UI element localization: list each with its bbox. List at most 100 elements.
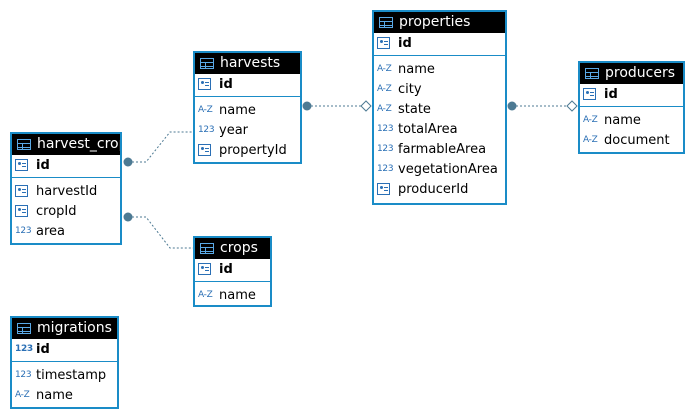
table-crops[interactable]: crops id A-Z name — [193, 236, 272, 307]
divider — [580, 106, 683, 107]
table-header[interactable]: producers — [580, 63, 683, 84]
table-icon — [585, 68, 599, 79]
table-header[interactable]: crops — [195, 238, 270, 259]
column-row[interactable]: A-Z name — [195, 100, 300, 120]
column-row[interactable]: A-Z name — [195, 285, 270, 305]
primary-key-row[interactable]: id — [580, 84, 683, 104]
table-title: producers — [605, 65, 676, 81]
numeric-type-icon: 123 — [15, 344, 33, 354]
numeric-type-icon: 123 — [377, 164, 394, 174]
column-name: harvestId — [36, 183, 98, 199]
key-column-icon — [377, 37, 390, 49]
table-harvests[interactable]: harvests id A-Z name 123 year propertyId — [193, 51, 302, 164]
relation-many-endpoint — [507, 101, 517, 111]
table-header[interactable]: migrations — [12, 318, 117, 339]
column-name: id — [398, 35, 412, 51]
column-name: name — [219, 102, 256, 118]
key-column-icon — [15, 185, 28, 197]
key-column-icon — [198, 144, 211, 156]
column-name: id — [36, 341, 50, 357]
key-column-icon — [198, 263, 211, 275]
divider — [374, 55, 505, 56]
text-type-icon: A-Z — [377, 84, 392, 94]
table-header[interactable]: harvests — [195, 53, 300, 74]
key-column-icon — [377, 183, 390, 195]
table-icon — [200, 243, 214, 254]
column-name: timestamp — [36, 367, 107, 383]
text-type-icon: A-Z — [583, 115, 598, 125]
table-header[interactable]: properties — [374, 12, 505, 33]
primary-key-row[interactable]: id — [12, 155, 120, 175]
relation-harvest_crop-crops — [123, 212, 195, 249]
column-name: name — [398, 61, 435, 77]
text-type-icon: A-Z — [377, 64, 392, 74]
column-name: id — [219, 76, 233, 92]
relation-many-endpoint — [123, 157, 133, 167]
column-row[interactable]: producerId — [374, 179, 505, 199]
primary-key-row[interactable]: id — [195, 74, 300, 94]
table-icon — [200, 58, 214, 69]
text-type-icon: A-Z — [15, 390, 30, 400]
text-type-icon: A-Z — [583, 135, 598, 145]
divider — [195, 281, 270, 282]
column-name: farmableArea — [398, 141, 487, 157]
relation-one-endpoint — [360, 100, 372, 112]
text-type-icon: A-Z — [198, 105, 213, 115]
column-row[interactable]: A-Z name — [374, 59, 505, 79]
key-column-icon — [15, 205, 28, 217]
divider — [12, 361, 117, 362]
column-name: id — [604, 86, 618, 102]
table-title: crops — [220, 240, 258, 256]
column-row[interactable]: propertyId — [195, 140, 300, 160]
column-name: name — [604, 112, 641, 128]
column-row[interactable]: 123 farmableArea — [374, 139, 505, 159]
numeric-type-icon: 123 — [15, 226, 32, 236]
column-row[interactable]: cropId — [12, 201, 120, 221]
text-type-icon: A-Z — [377, 104, 392, 114]
table-title: migrations — [37, 320, 112, 336]
primary-key-row[interactable]: id — [374, 33, 505, 53]
column-row[interactable]: A-Z city — [374, 79, 505, 99]
table-icon — [17, 323, 31, 334]
numeric-type-icon: 123 — [15, 370, 32, 380]
column-row[interactable]: harvestId — [12, 181, 120, 201]
relation-harvests-properties — [302, 100, 372, 112]
column-name: cropId — [36, 203, 77, 219]
key-column-icon — [583, 88, 596, 100]
column-row[interactable]: 123 year — [195, 120, 300, 140]
column-name: year — [219, 122, 249, 138]
numeric-type-icon: 123 — [198, 125, 215, 135]
column-name: name — [219, 287, 256, 303]
text-type-icon: A-Z — [198, 290, 213, 300]
relation-harvest_crop-harvests — [123, 131, 195, 167]
divider — [195, 96, 300, 97]
table-title: harvest_crop — [37, 136, 120, 152]
table-header[interactable]: harvest_crop — [12, 134, 120, 155]
column-name: producerId — [398, 181, 469, 197]
relation-one-endpoint — [566, 100, 578, 112]
column-row[interactable]: A-Z name — [580, 110, 683, 130]
relation-many-endpoint — [302, 101, 312, 111]
column-row[interactable]: 123 timestamp — [12, 365, 117, 385]
table-title: properties — [399, 14, 471, 30]
key-column-icon — [198, 78, 211, 90]
key-column-icon — [15, 159, 28, 171]
numeric-type-icon: 123 — [377, 124, 394, 134]
numeric-type-icon: 123 — [377, 144, 394, 154]
primary-key-row[interactable]: id — [195, 259, 270, 279]
column-name: id — [219, 261, 233, 277]
column-name: propertyId — [219, 142, 287, 158]
column-name: city — [398, 81, 422, 97]
